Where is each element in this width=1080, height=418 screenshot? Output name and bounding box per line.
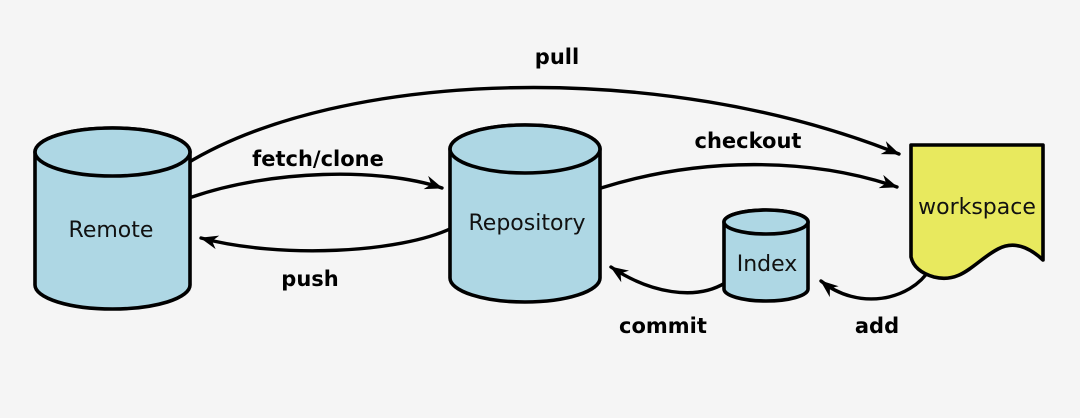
node-workspace: workspace	[909, 143, 1045, 281]
add-label: add	[855, 314, 899, 338]
fetch-clone-label: fetch/clone	[252, 147, 384, 171]
node-index: Index	[722, 208, 810, 303]
repository-cylinder-top	[448, 123, 602, 175]
push-label: push	[281, 267, 338, 291]
index-label: Index	[737, 252, 798, 277]
edge-push	[199, 226, 454, 253]
edge-checkout	[599, 162, 899, 190]
edges	[184, 85, 932, 301]
commit-label: commit	[619, 314, 707, 338]
checkout-label: checkout	[695, 129, 802, 153]
index-cylinder-top	[722, 208, 810, 236]
remote-label: Remote	[69, 218, 154, 243]
edge-labels: pull fetch/clone push checkout commit ad…	[252, 45, 899, 338]
edge-fetch-clone	[190, 172, 444, 199]
workspace-document-shape	[909, 143, 1045, 281]
workspace-label: workspace	[918, 195, 1036, 220]
remote-cylinder-top	[33, 126, 192, 178]
edge-commit	[609, 265, 727, 295]
edge-add	[819, 267, 932, 301]
pull-label: pull	[535, 45, 579, 69]
node-repository: Repository	[448, 123, 602, 304]
edge-pull	[184, 85, 901, 166]
repository-label: Repository	[469, 211, 586, 236]
node-remote: Remote	[33, 126, 192, 311]
